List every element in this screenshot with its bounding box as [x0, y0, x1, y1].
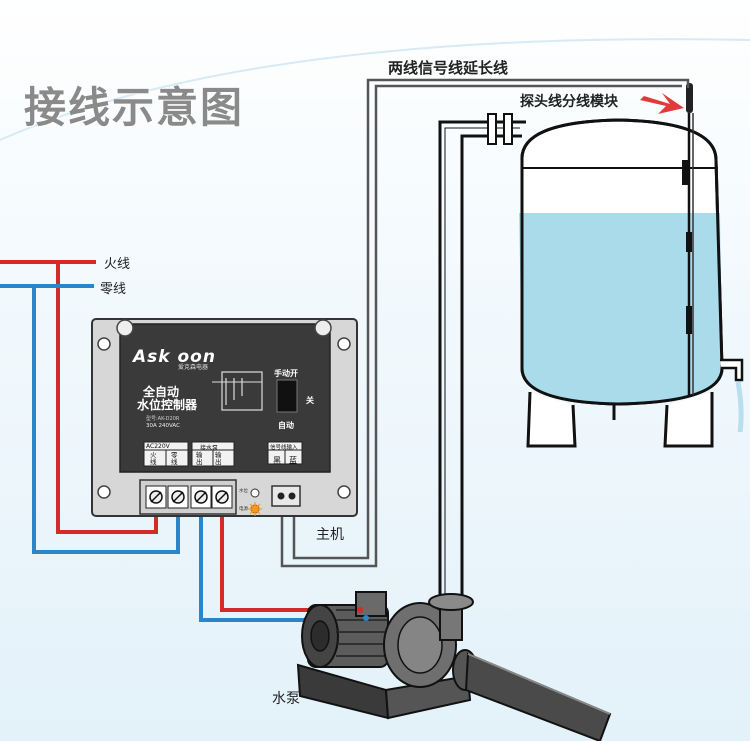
terminal-screw[interactable] — [190, 485, 212, 509]
power-indicator-label: 电源 — [239, 507, 248, 512]
terminal-screw[interactable] — [145, 485, 167, 509]
background-curve — [0, 38, 750, 141]
terminal-screw[interactable] — [211, 485, 233, 509]
host-label: 主机 — [316, 527, 344, 543]
signal-input-label: 信号线输入 — [270, 445, 298, 451]
signal-black-label: 黑 — [273, 456, 281, 465]
pump-control-label: 接水泵 — [200, 445, 219, 452]
water-pump — [296, 591, 612, 741]
tank-water — [519, 213, 722, 404]
probe-assembly — [682, 83, 694, 395]
supply-pipe — [438, 113, 526, 598]
terminal-live-label: 火线 — [150, 451, 157, 466]
mode-switch[interactable] — [276, 379, 298, 413]
pump-label: 水泵 — [272, 691, 300, 707]
probe-arrow-icon — [640, 93, 684, 114]
controller-box — [91, 318, 358, 517]
off-label: 关 — [306, 396, 314, 405]
terminal-neutral-label: 零线 — [171, 451, 178, 466]
diagram-title: 接线示意图 — [24, 83, 245, 132]
tank-leg — [526, 391, 577, 448]
model-number: 型号:AK-D20R — [146, 416, 180, 422]
terminal-screw[interactable] — [167, 485, 189, 509]
ac-input-label: AC220V — [146, 443, 170, 450]
manual-on-label: 手动开 — [274, 369, 298, 378]
terminal-out1-label: 输出 — [196, 451, 203, 466]
water-tank — [519, 118, 744, 448]
auto-label: 自动 — [278, 421, 294, 430]
probe-module-label: 探头线分线模块 — [520, 94, 618, 110]
water-indicator-label: 水位 — [239, 489, 248, 494]
signal-blue-label: 蓝 — [289, 456, 297, 465]
signal-extension-cable — [280, 78, 690, 568]
product-name-line1: 全自动 — [143, 385, 180, 399]
outlet-stream — [735, 381, 744, 433]
water-level-indicator — [250, 488, 260, 498]
tank-outlet — [720, 358, 744, 382]
tank-leg — [663, 392, 714, 448]
brand-subtitle: 爱克森电器 — [178, 364, 209, 371]
brand-logo: Ask oon — [133, 347, 216, 367]
neutral-wire-label: 零线 — [100, 282, 127, 297]
power-rating: 30A 240VAC — [146, 423, 180, 429]
live-wire-label: 火线 — [104, 257, 131, 272]
product-name-line2: 水位控制器 — [137, 398, 198, 412]
extension-cable-label: 两线信号线延长线 — [388, 59, 509, 77]
terminal-out2-label: 输出 — [215, 451, 222, 466]
